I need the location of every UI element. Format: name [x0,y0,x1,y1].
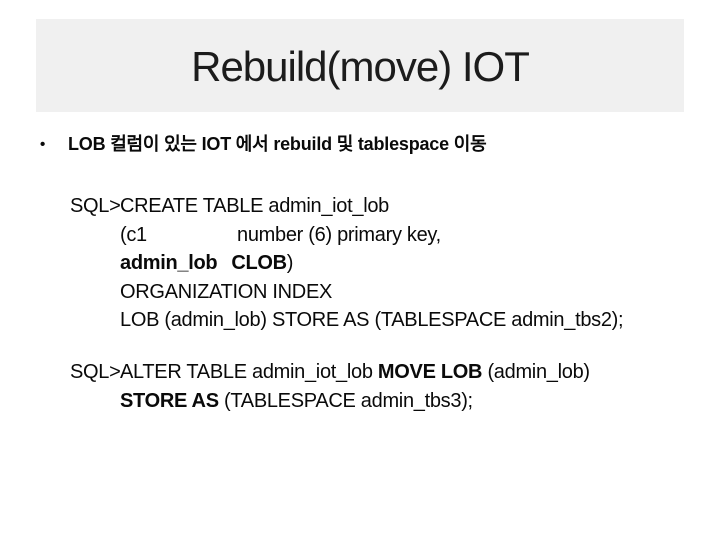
sql-line: admin_lob CLOB) [70,249,623,278]
sql-keyword-bold: STORE AS [120,389,219,412]
sql-statement-create-table: SQL>CREATE TABLE admin_iot_lob (c1 number… [70,192,624,335]
sql-line: SQL>ALTER TABLE admin_iot_lob MOVE LOB (… [70,358,590,387]
sql-prompt: SQL> [70,195,121,217]
sql-text-segment: (admin_lob) [482,361,590,383]
sql-text-segment: (c1 [120,223,147,246]
sql-line: (c1 number (6) primary key, [70,221,623,250]
bullet-marker-icon: • [40,136,46,153]
sql-line: ORGANIZATION INDEX [70,278,623,307]
title-banner: Rebuild(move) IOT [36,19,684,112]
sql-line: LOB (admin_lob) STORE AS (TABLESPACE adm… [70,306,624,335]
sql-text-segment: ORGANIZATION INDEX [120,280,333,303]
sql-line: STORE AS (TABLESPACE admin_tbs3); [70,387,590,416]
sql-column-name: admin_lob [120,252,218,274]
sql-text-segment: LOB (admin_lob) STORE AS (TABLESPACE adm… [120,309,624,331]
bullet-text: LOB 컬럼이 있는 IOT 에서 rebuild 및 tablespace 이… [68,134,487,154]
bullet-item: • LOB 컬럼이 있는 IOT 에서 rebuild 및 tablespace … [40,132,487,157]
sql-text-segment: ALTER TABLE admin_iot_lob [120,361,378,383]
sql-statement-alter-table: SQL>ALTER TABLE admin_iot_lob MOVE LOB (… [70,358,590,415]
sql-keyword-bold: MOVE LOB [377,361,483,383]
sql-text-segment: number (6) primary key, [237,223,441,246]
sql-text-segment: (TABLESPACE admin_tbs3); [218,389,473,412]
sql-column-type: CLOB [231,252,287,274]
slide-title: Rebuild(move) IOT [191,43,530,90]
sql-text-segment: ) [286,252,294,274]
sql-text-segment: CREATE TABLE admin_iot_lob [120,195,389,217]
sql-prompt: SQL> [70,361,121,383]
sql-line: SQL>CREATE TABLE admin_iot_lob [70,192,623,221]
